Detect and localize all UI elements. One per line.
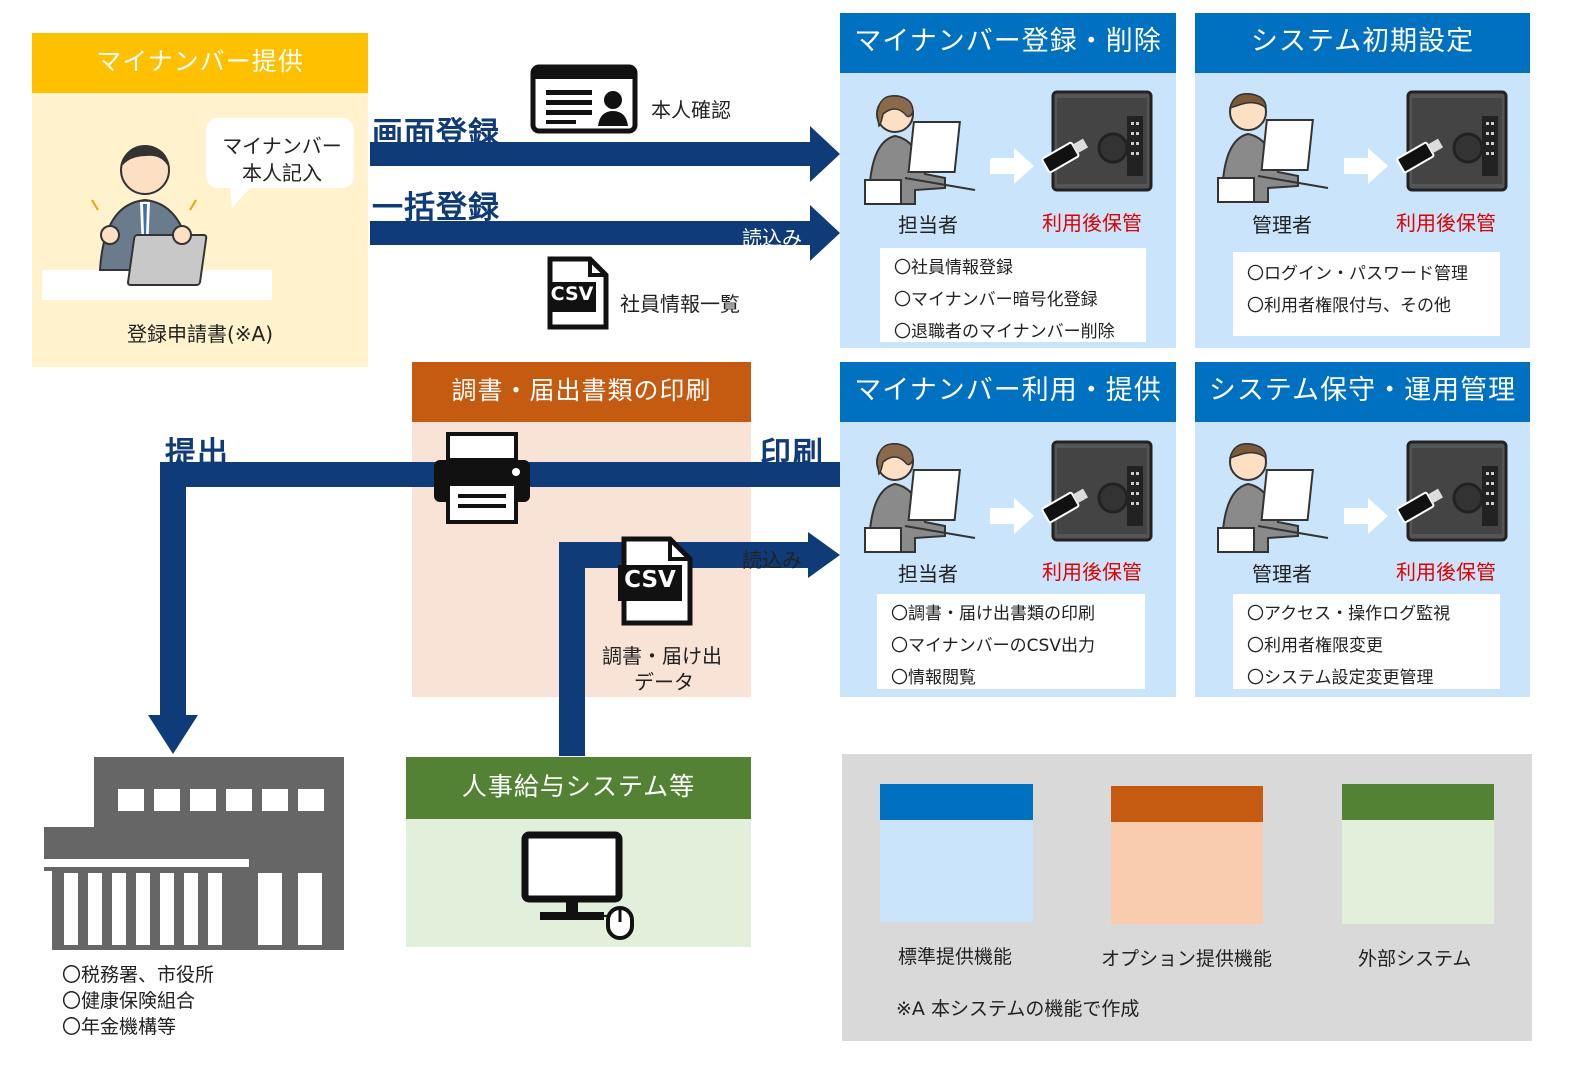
report-data-line-1: 調書・届け出 (602, 644, 722, 668)
submit-vertical (160, 462, 186, 717)
print-label: 印刷 (760, 436, 824, 472)
list-item: 〇マイナンバーのCSV出力 (891, 636, 1095, 656)
initial-setup-list: 〇ログイン・パスワード管理 〇利用者権限付与、その他 (1233, 252, 1500, 336)
usb-safe-icon (1396, 90, 1508, 192)
staff-at-computer-icon (864, 95, 976, 205)
staff-at-computer-icon (864, 443, 976, 553)
bubble-line-1: マイナンバー (222, 134, 342, 158)
arrow-right-icon (990, 498, 1034, 534)
desktop-computer-icon (521, 831, 634, 940)
screen-register-arrow (370, 126, 840, 182)
bulk-register-label: 一括登録 (372, 190, 500, 226)
report-data-line-2: データ (634, 670, 694, 694)
panel-use-provide-title: マイナンバー利用・提供 (840, 362, 1176, 422)
screen-register-label: 画面登録 (372, 116, 500, 152)
list-item: 〇マイナンバー暗号化登録 (894, 290, 1098, 310)
read-in-label-bottom: 読込み (742, 548, 802, 572)
hr-system-title: 人事給与システム等 (406, 757, 751, 819)
reg-delete-storage: 利用後保管 (1042, 211, 1142, 235)
reg-delete-person: 担当者 (898, 213, 958, 237)
maintenance-list: 〇アクセス・操作ログ監視 〇利用者権限変更 〇システム設定変更管理 (1233, 594, 1500, 689)
list-item: 〇情報閲覧 (891, 668, 976, 688)
government-building-icon (44, 757, 344, 950)
bulk-register-arrow (370, 205, 840, 261)
legend-swatch-external (1342, 784, 1494, 924)
hr-arrowhead (808, 532, 840, 578)
csv-file-icon (618, 536, 693, 626)
identity-check-label: 本人確認 (651, 98, 731, 122)
use-provide-storage: 利用後保管 (1042, 560, 1142, 584)
arrow-right-icon (1344, 498, 1388, 534)
panel-reg-delete-title: マイナンバー登録・削除 (840, 13, 1176, 73)
list-item: 〇利用者権限付与、その他 (1247, 296, 1451, 316)
list-item: 〇ログイン・パスワード管理 (1247, 264, 1468, 284)
arrow-right-icon (1344, 148, 1388, 184)
panel-initial-setup-title: システム初期設定 (1195, 13, 1530, 73)
usb-safe-icon (1041, 440, 1153, 542)
provision-caption: 登録申請書(※A) (126, 322, 274, 346)
authority-2: 〇健康保険組合 (62, 990, 196, 1012)
csv-file-label-2: CSV (624, 567, 676, 593)
authority-1: 〇税務署、市役所 (62, 964, 215, 986)
provision-title: マイナンバー提供 (32, 33, 368, 93)
person-with-laptop-icon (42, 145, 272, 300)
list-item: 〇社員情報登録 (894, 258, 1013, 278)
initial-setup-person: 管理者 (1252, 213, 1312, 237)
printer-icon (434, 432, 530, 524)
maintenance-person: 管理者 (1252, 562, 1312, 586)
submit-arrowhead (148, 715, 198, 754)
arrow-right-icon (990, 148, 1034, 184)
speech-bubble-tail (230, 186, 252, 208)
legend-swatch-option (1111, 786, 1263, 924)
reg-delete-list: 〇社員情報登録 〇マイナンバー暗号化登録 〇退職者のマイナンバー削除 (880, 248, 1146, 342)
list-item: 〇調書・届け出書類の印刷 (891, 604, 1095, 624)
use-provide-list: 〇調書・届け出書類の印刷 〇マイナンバーのCSV出力 〇情報閲覧 (877, 594, 1145, 689)
submit-label: 提出 (165, 436, 229, 472)
usb-safe-icon (1041, 90, 1153, 192)
authority-3: 〇年金機構等 (62, 1016, 177, 1038)
panel-maintenance-title: システム保守・運用管理 (1195, 362, 1530, 422)
csv-file-label: CSV (550, 283, 594, 305)
list-item: 〇利用者権限変更 (1247, 636, 1383, 656)
list-item: 〇システム設定変更管理 (1247, 668, 1434, 688)
print-box-title: 調書・届出書類の印刷 (412, 362, 751, 422)
speech-bubble (206, 118, 354, 188)
initial-setup-storage: 利用後保管 (1396, 211, 1496, 235)
id-card-icon (530, 64, 638, 134)
legend-label-external: 外部システム (1358, 948, 1472, 970)
list-item: 〇アクセス・操作ログ監視 (1247, 604, 1451, 624)
employee-list-label: 社員情報一覧 (620, 292, 740, 316)
admin-at-computer-icon (1217, 443, 1329, 553)
bubble-line-2: 本人記入 (242, 161, 322, 185)
maintenance-storage: 利用後保管 (1396, 560, 1496, 584)
list-item: 〇退職者のマイナンバー削除 (894, 322, 1115, 342)
legend-note: ※A 本システムの機能で作成 (896, 998, 1140, 1020)
read-in-label-top: 読込み (742, 226, 802, 250)
csv-file-icon (547, 256, 609, 330)
legend-label-option: オプション提供機能 (1101, 948, 1273, 970)
legend-swatch-standard (880, 784, 1033, 922)
admin-at-computer-icon (1217, 93, 1329, 203)
usb-safe-icon (1396, 440, 1508, 542)
legend-label-standard: 標準提供機能 (898, 946, 1013, 968)
use-provide-person: 担当者 (898, 562, 958, 586)
